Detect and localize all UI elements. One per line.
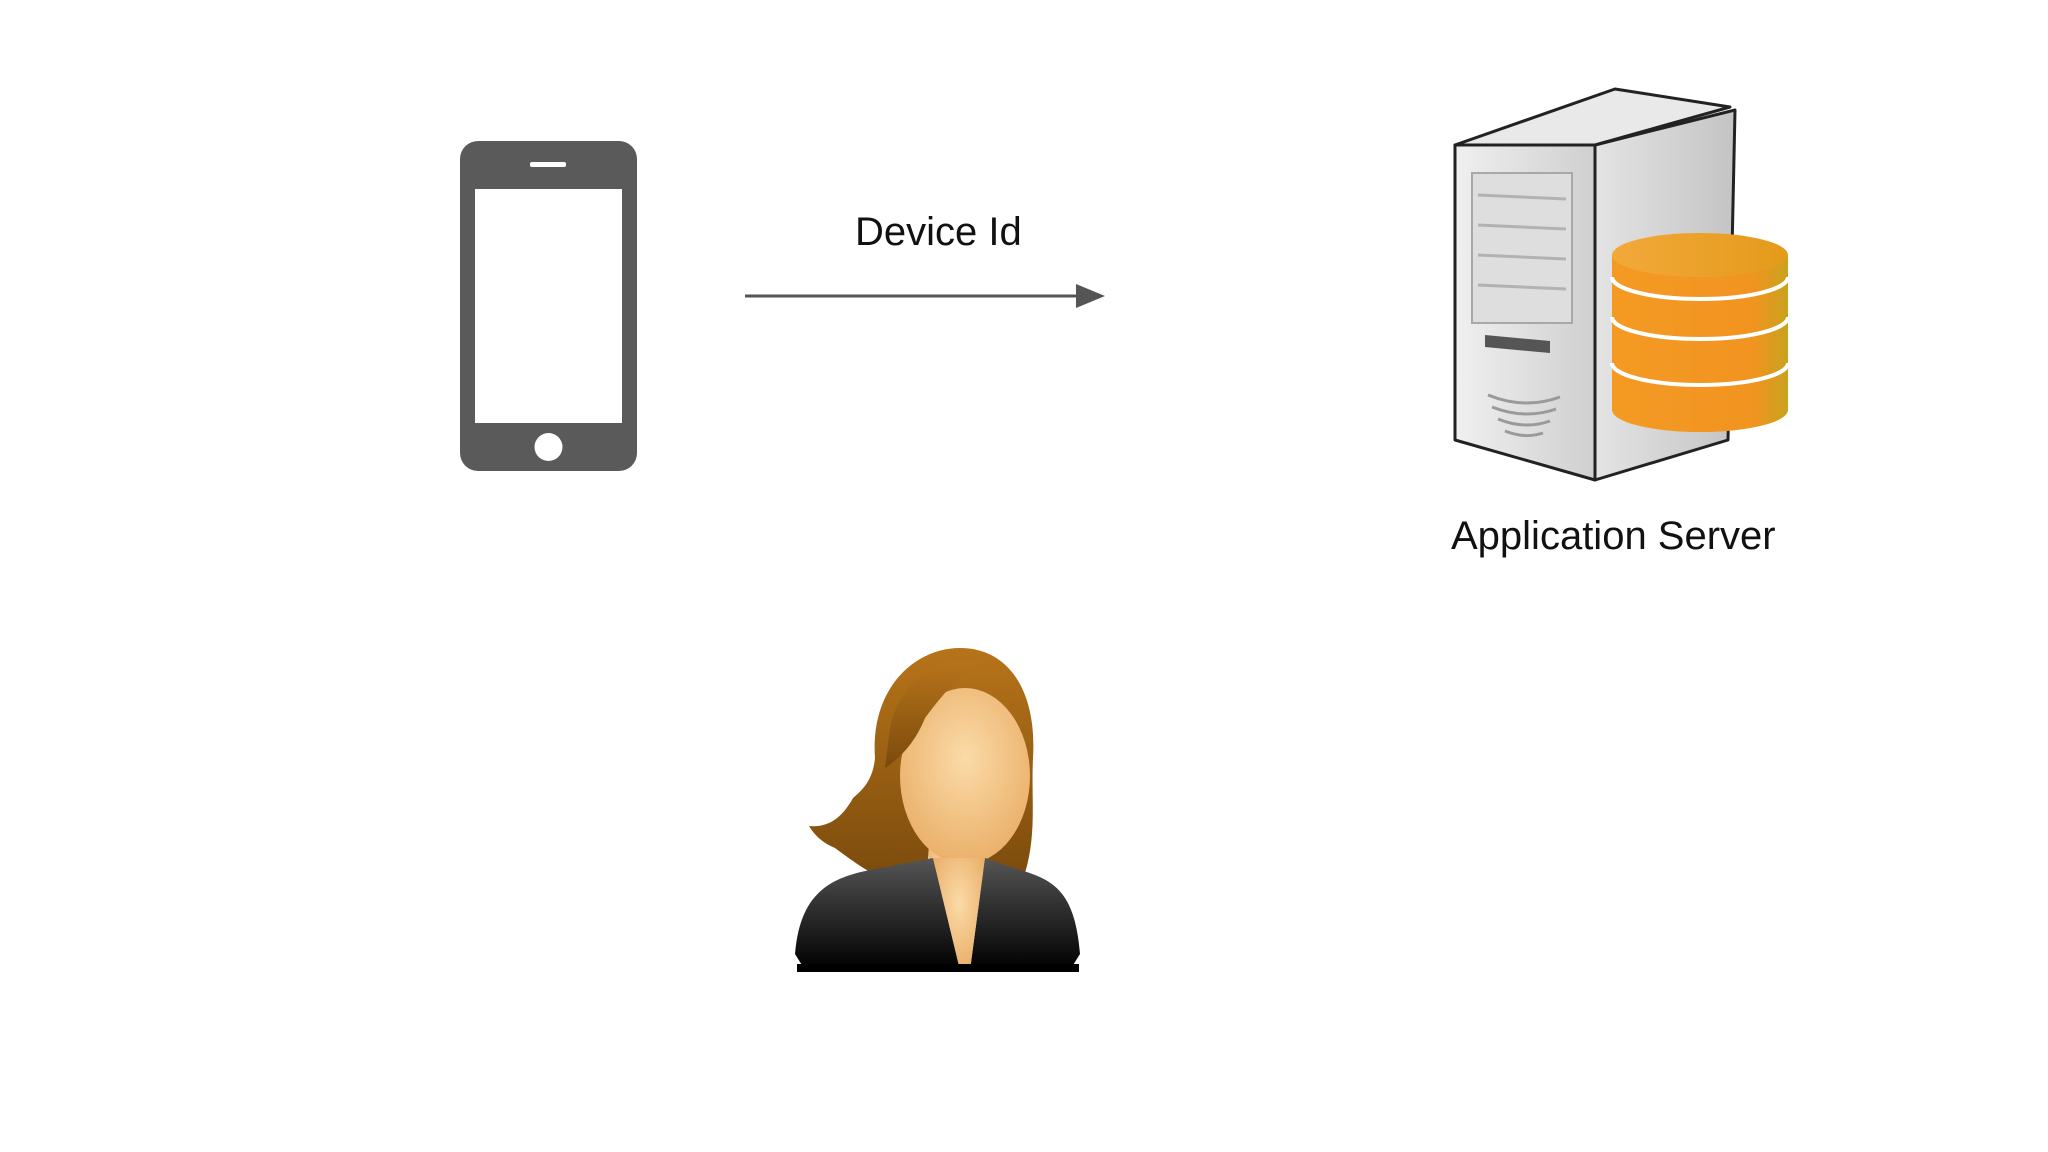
user-node <box>775 648 1100 973</box>
edge-label: Device Id <box>855 210 1022 254</box>
server-label: Application Server <box>1451 514 1776 558</box>
user-woman-icon <box>795 648 1080 972</box>
arrow-right-icon <box>745 284 1105 308</box>
smartphone-icon <box>460 141 637 471</box>
edge-phone-to-server <box>740 276 1110 316</box>
phone-node <box>460 141 637 471</box>
server-database-icon <box>1453 87 1790 482</box>
server-node <box>1450 85 1790 485</box>
